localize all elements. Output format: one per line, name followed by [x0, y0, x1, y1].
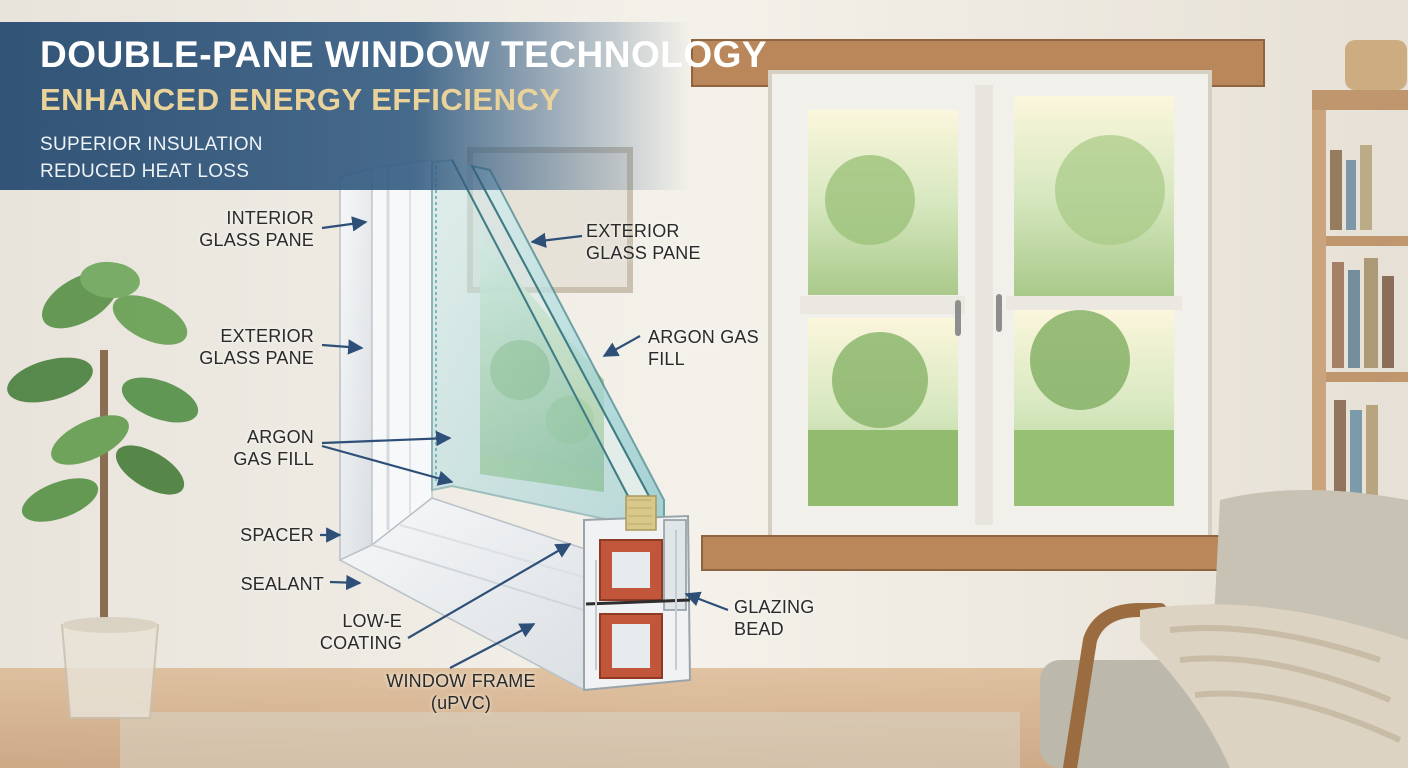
armchair: [1040, 490, 1408, 768]
potted-plant: [7, 261, 199, 719]
callout-line: GLASS PANE: [586, 243, 701, 263]
callout-line: GLAZING: [734, 597, 815, 617]
frame-left-face: [371, 159, 433, 547]
callout-line: (uPVC): [430, 693, 492, 713]
callout-argon-gas-fill-right: ARGON GAS FILL: [648, 326, 778, 370]
callout-line: FILL: [648, 349, 685, 369]
callout-line: SEALANT: [240, 574, 324, 594]
callout-exterior-glass-pane-right: EXTERIOR GLASS PANE: [586, 220, 726, 264]
callout-line: ARGON: [246, 427, 314, 447]
callout-line: WINDOW FRAME: [386, 671, 536, 691]
callout-line: COATING: [319, 633, 402, 653]
bookshelf: [1312, 40, 1408, 510]
arrow-interior-pane: [321, 216, 368, 232]
window-cross-section: [338, 158, 692, 692]
arrow-argon-left-1: [321, 430, 452, 447]
arrow-exterior-pane-left: [321, 339, 364, 355]
arrow-exterior-pane-right: [530, 232, 583, 248]
arrow-argon-left-2: [321, 444, 454, 486]
callout-line: EXTERIOR: [220, 326, 314, 346]
callout-line: SPACER: [240, 525, 314, 545]
callout-line: INTERIOR: [226, 208, 314, 228]
callout-line: BEAD: [734, 619, 784, 639]
title-banner: [0, 22, 690, 190]
callout-exterior-glass-pane-left: EXTERIOR GLASS PANE: [180, 325, 314, 369]
benefit-insulation: SUPERIOR INSULATION: [40, 134, 263, 155]
callout-spacer: SPACER: [180, 524, 314, 546]
spacer-block: [625, 495, 657, 531]
callout-glazing-bead: GLAZING BEAD: [734, 596, 834, 640]
callout-sealant: SEALANT: [180, 573, 324, 595]
page-subtitle: ENHANCED ENERGY EFFICIENCY: [40, 82, 561, 117]
arrow-low-e: [407, 543, 572, 639]
gas-gap: [452, 160, 650, 498]
arrow-glazing-bead: [684, 591, 729, 612]
callout-line: GAS FILL: [233, 449, 314, 469]
callout-interior-glass-pane: INTERIOR GLASS PANE: [180, 207, 314, 251]
callout-line: LOW-E: [342, 611, 402, 631]
callout-low-e-coating: LOW-E COATING: [270, 610, 402, 654]
frame-left-outer: [339, 166, 373, 562]
callout-arrows: [320, 216, 729, 669]
callout-argon-gas-fill-left: ARGON GAS FILL: [180, 426, 314, 470]
page-title: DOUBLE-PANE WINDOW TECHNOLOGY: [40, 34, 768, 75]
callout-line: GLASS PANE: [199, 230, 314, 250]
room-window: [691, 39, 1265, 571]
benefit-heat-loss: REDUCED HEAT LOSS: [40, 161, 250, 182]
arrow-window-frame: [449, 623, 536, 669]
callout-window-frame: WINDOW FRAME (uPVC): [376, 670, 546, 714]
callout-line: ARGON GAS: [648, 327, 759, 347]
callout-line: GLASS PANE: [199, 348, 314, 368]
arrow-argon-right: [602, 335, 641, 357]
arrow-sealant: [329, 574, 362, 591]
callout-line: EXTERIOR: [586, 221, 680, 241]
rug: [120, 712, 1020, 768]
